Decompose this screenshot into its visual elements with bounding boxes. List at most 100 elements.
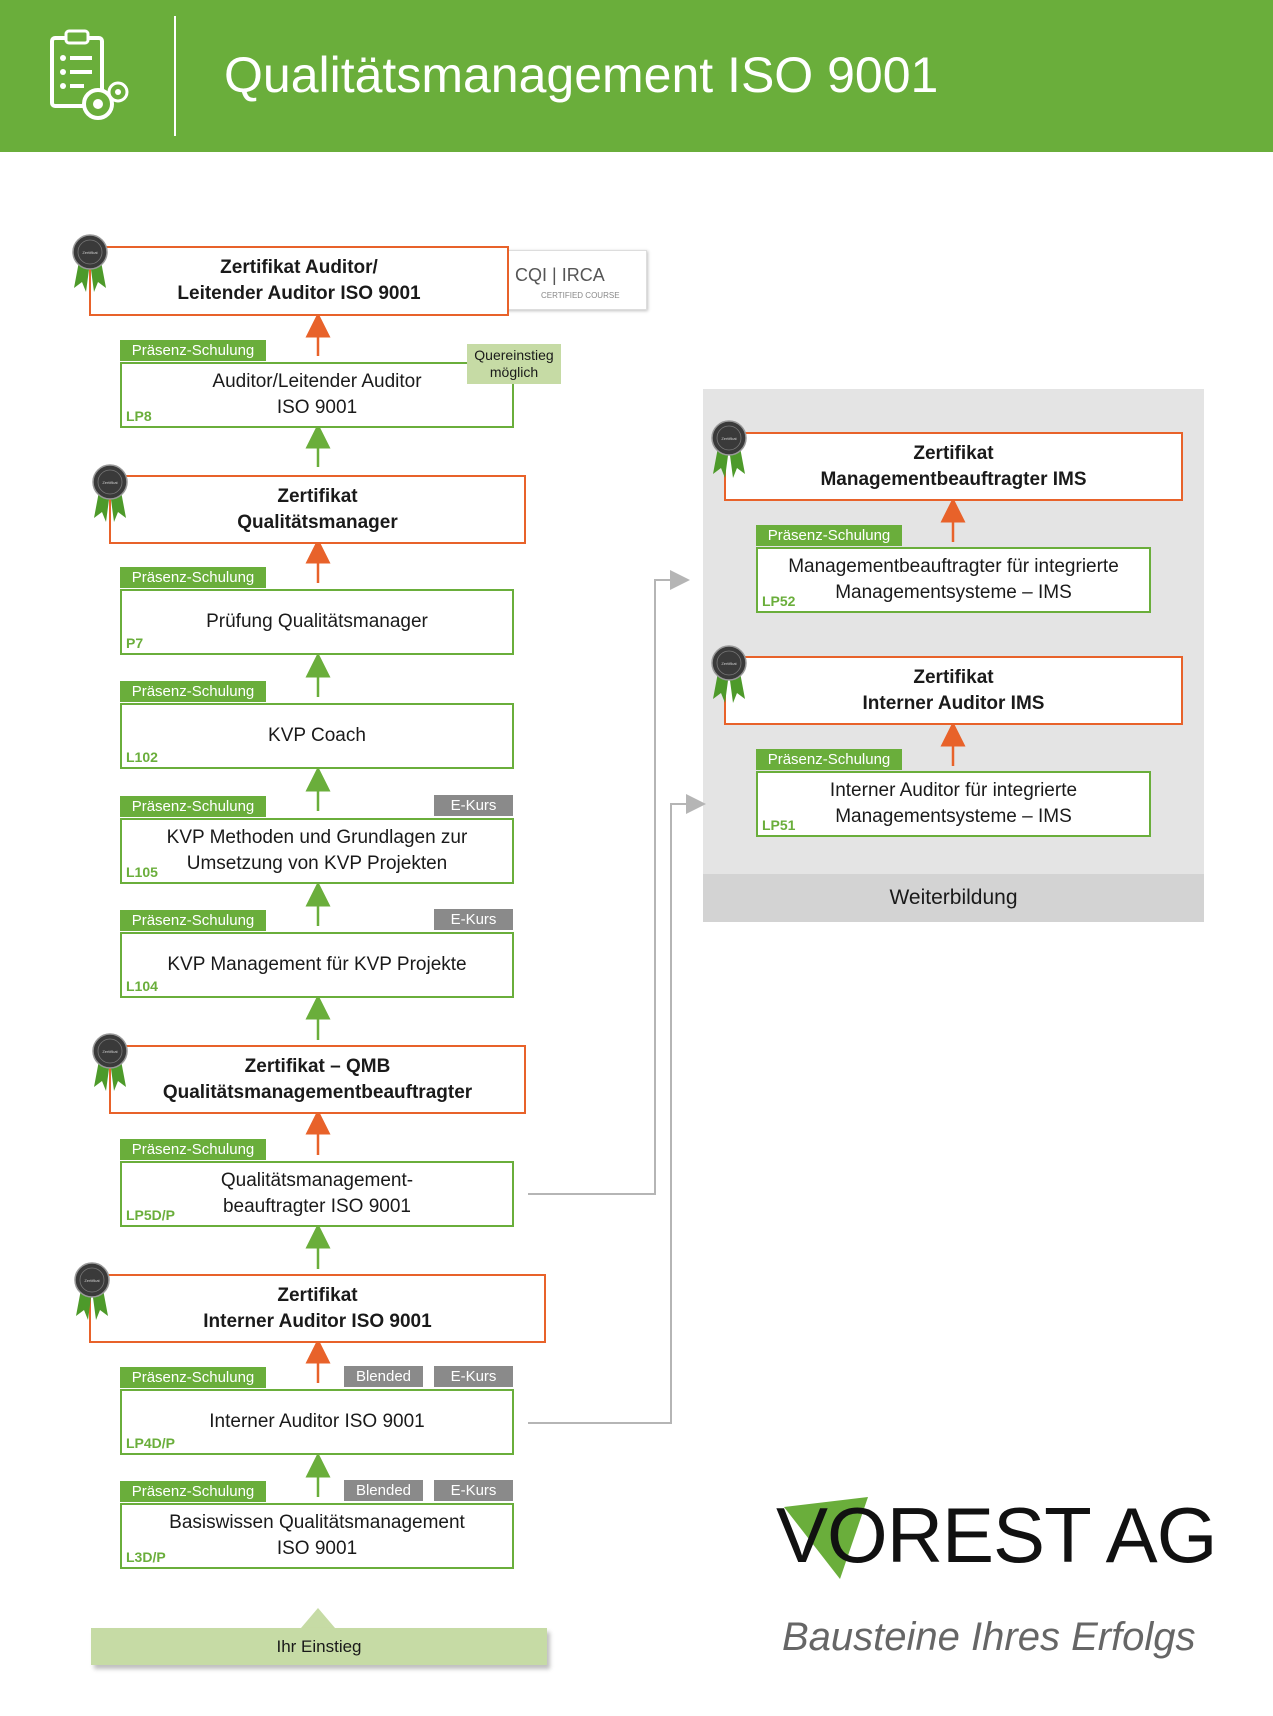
course-title-line1: Auditor/Leitender Auditor [212, 371, 422, 392]
quereinstieg-line2: möglich [489, 364, 539, 380]
connector-lp4d-to-ims [528, 794, 706, 1424]
course-title-line1: Interner Auditor für integrierte [829, 780, 1078, 801]
cert-auditor-box: Zertifikat Auditor/ Leitender Auditor IS… [89, 246, 509, 316]
svg-text:Zertifikat: Zertifikat [102, 1049, 118, 1054]
header-bar [0, 0, 1273, 152]
cert-ims-mb-box: Zertifikat Managementbeauftragter IMS [724, 432, 1183, 501]
weiterbildung-label: Weiterbildung [703, 874, 1204, 922]
quereinstieg-note: Quereinstieg möglich [467, 344, 561, 384]
tag-praesenz: Präsenz-Schulung [120, 1367, 266, 1388]
checkmark-logo-icon [784, 1497, 874, 1587]
svg-text:Zertifikat: Zertifikat [82, 250, 98, 255]
course-title-line2: Managementsysteme – IMS [835, 806, 1072, 827]
tag-ekurs: E-Kurs [434, 1480, 513, 1501]
certificate-badge-icon: Zertifikat [74, 1262, 110, 1327]
course-lp5d[interactable]: Qualitätsmanagement-beauftragter ISO 900… [120, 1161, 514, 1227]
page-title: Qualitätsmanagement ISO 9001 [224, 47, 939, 103]
course-code: LP5D/P [126, 1207, 176, 1223]
cqi-certified-course: CERTIFIED COURSE [541, 291, 620, 300]
course-code: LP4D/P [126, 1435, 176, 1451]
brand-name: VOREST AG [776, 1491, 1217, 1579]
cert-line1: Zertifikat – QMB [244, 1055, 391, 1077]
cert-qmb-box: Zertifikat – QMB Qualitätsmanagementbeau… [109, 1045, 526, 1114]
course-p7[interactable]: Prüfung Qualitätsmanager P7 [120, 589, 514, 655]
tag-praesenz: Präsenz-Schulung [120, 1481, 266, 1502]
quereinstieg-line1: Quereinstieg [474, 347, 554, 363]
course-title-line1: KVP Coach [268, 725, 366, 746]
certificate-badge-icon: Zertifikat [92, 464, 128, 529]
tag-blended: Blended [344, 1480, 423, 1501]
course-title-line1: Prüfung Qualitätsmanager [206, 611, 428, 632]
cert-line1: Zertifikat [277, 1284, 358, 1306]
cert-line2: Qualitätsmanagementbeauftragter [162, 1081, 473, 1103]
course-title-line2: Umsetzung von KVP Projekten [186, 853, 448, 874]
tag-praesenz: Präsenz-Schulung [756, 525, 902, 546]
cert-line2: Managementbeauftragter IMS [820, 468, 1087, 490]
cqi-text: CQI [515, 265, 548, 285]
course-title-line2: beauftragter ISO 9001 [222, 1196, 411, 1217]
course-code: LP52 [762, 593, 796, 609]
clipboard-gear-icon [48, 26, 130, 126]
svg-text:Zertifikat: Zertifikat [721, 436, 737, 441]
course-code: L104 [126, 978, 158, 994]
tag-ekurs: E-Kurs [434, 909, 513, 930]
course-title-line1: KVP Methoden und Grundlagen zur [166, 827, 468, 848]
svg-text:Zertifikat: Zertifikat [102, 480, 118, 485]
entry-pointer [301, 1608, 335, 1628]
brand-slogan: Bausteine Ihres Erfolgs [782, 1615, 1196, 1659]
cert-qm-box: Zertifikat Qualitätsmanager [109, 475, 526, 544]
tag-praesenz: Präsenz-Schulung [120, 567, 266, 588]
cert-line2: Interner Auditor IMS [862, 692, 1045, 714]
tag-praesenz: Präsenz-Schulung [120, 1139, 266, 1160]
certificate-badge-icon: Zertifikat [711, 420, 747, 485]
cert-line2: Interner Auditor ISO 9001 [203, 1310, 432, 1332]
course-l104[interactable]: KVP Management für KVP Projekte L104 [120, 932, 514, 998]
cqi-irca-logo: CQI | IRCA CERTIFIED COURSE [504, 250, 647, 310]
course-title-line1: Managementbeauftragter für integrierte [788, 556, 1119, 577]
certificate-badge-icon: Zertifikat [92, 1033, 128, 1098]
course-title-line2: ISO 9001 [276, 1538, 358, 1559]
cert-line1: Zertifikat [913, 666, 994, 688]
course-code: L105 [126, 864, 158, 880]
connector-lp5d-to-ims [528, 570, 690, 1195]
course-code: LP51 [762, 817, 796, 833]
course-code: L3D/P [126, 1549, 166, 1565]
cert-line2: Qualitätsmanager [237, 511, 398, 533]
course-code: P7 [126, 635, 144, 651]
course-lp4d[interactable]: Interner Auditor ISO 9001 LP4D/P [120, 1389, 514, 1455]
course-title-line1: Interner Auditor ISO 9001 [209, 1411, 425, 1432]
irca-text: IRCA [561, 265, 605, 285]
course-title-line1: KVP Management für KVP Projekte [167, 954, 467, 975]
tag-ekurs: E-Kurs [434, 795, 513, 816]
svg-text:Zertifikat: Zertifikat [84, 1278, 100, 1283]
tag-ekurs: E-Kurs [434, 1366, 513, 1387]
course-title-line1: Basiswissen Qualitätsmanagement [169, 1512, 465, 1533]
cert-line2: Leitender Auditor ISO 9001 [177, 283, 421, 304]
header-divider [174, 16, 176, 136]
tag-blended: Blended [344, 1366, 423, 1387]
tag-praesenz: Präsenz-Schulung [120, 340, 266, 361]
cert-line1: Zertifikat [277, 485, 358, 507]
tag-praesenz: Präsenz-Schulung [120, 796, 266, 817]
cert-internal-box: Zertifikat Interner Auditor ISO 9001 [89, 1274, 546, 1343]
course-l102[interactable]: KVP Coach L102 [120, 703, 514, 769]
certificate-badge-icon: Zertifikat [711, 645, 747, 710]
cert-line1: Zertifikat Auditor/ [220, 257, 378, 278]
svg-text:Zertifikat: Zertifikat [721, 661, 737, 666]
entry-label: Ihr Einstieg [91, 1628, 547, 1665]
cert-ims-ia-box: Zertifikat Interner Auditor IMS [724, 656, 1183, 725]
course-title-line2: ISO 9001 [276, 397, 358, 418]
tag-praesenz: Präsenz-Schulung [756, 749, 902, 770]
tag-praesenz: Präsenz-Schulung [120, 910, 266, 931]
course-code: L102 [126, 749, 158, 765]
tag-praesenz: Präsenz-Schulung [120, 681, 266, 702]
course-code: LP8 [126, 408, 152, 424]
course-title-line1: Qualitätsmanagement- [220, 1170, 414, 1191]
course-title-line2: Managementsysteme – IMS [835, 582, 1072, 603]
